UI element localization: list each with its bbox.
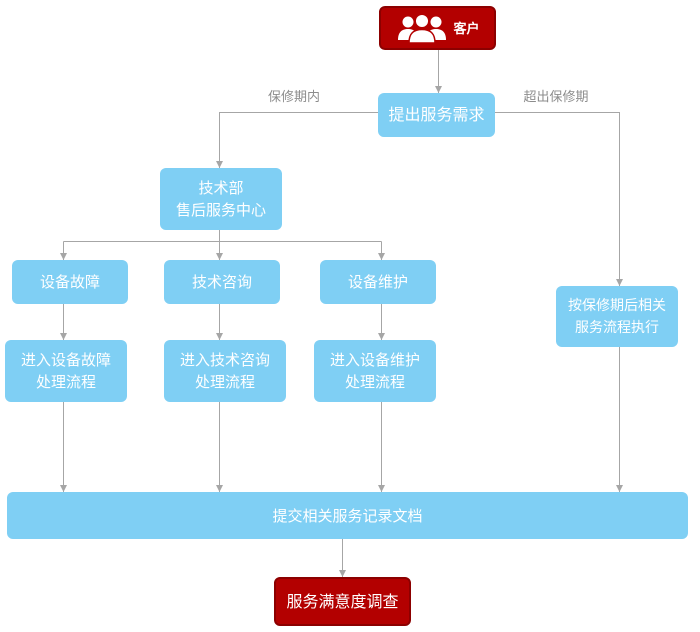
satisfaction-survey-node: 服务满意度调查: [274, 577, 411, 626]
out-of-warranty-process-node: 按保修期后相关 服务流程执行: [556, 286, 678, 347]
fault-process-node: 进入设备故障 处理流程: [5, 340, 127, 402]
fault-process-line-2: 处理流程: [35, 373, 96, 391]
person-left-head: [402, 16, 414, 28]
equipment-fault-node: 设备故障: [12, 260, 128, 304]
consult-process-node: 进入技术咨询 处理流程: [164, 340, 286, 402]
maintenance-process-line-2: 处理流程: [344, 373, 405, 391]
equipment-maintenance-label: 设备维护: [347, 273, 408, 291]
consult-process-line-1: 进入技术咨询: [179, 351, 270, 369]
person-center-body: [408, 28, 437, 44]
edge-label-out-of-warranty: 超出保修期: [523, 90, 589, 105]
maintenance-process-line-1: 进入设备维护: [329, 351, 420, 369]
people-icon: [398, 13, 447, 44]
maintenance-process-node: 进入设备维护 处理流程: [314, 340, 436, 402]
out-of-warranty-line-2: 服务流程执行: [575, 319, 659, 336]
person-right-head: [430, 16, 442, 28]
submit-records-node: 提交相关服务记录文档: [7, 492, 688, 539]
person-center-head: [414, 13, 431, 29]
out-of-warranty-line-1: 按保修期后相关: [568, 297, 666, 314]
tech-dept-node: 技术部 售后服务中心: [160, 168, 282, 230]
customer-label: 客户: [453, 22, 480, 37]
tech-dept-line-1: 技术部: [198, 179, 244, 197]
satisfaction-survey-label: 服务满意度调查: [286, 591, 399, 611]
equipment-fault-label: 设备故障: [39, 273, 100, 291]
submit-request-label: 提出服务需求: [388, 105, 485, 124]
equipment-maintenance-node: 设备维护: [320, 260, 436, 304]
consult-process-line-2: 处理流程: [194, 373, 255, 391]
fault-process-line-1: 进入设备故障: [20, 351, 111, 369]
tech-consult-node: 技术咨询: [164, 260, 280, 304]
submit-records-label: 提交相关服务记录文档: [272, 506, 423, 525]
submit-request-node: 提出服务需求: [378, 93, 495, 137]
tech-consult-label: 技术咨询: [191, 273, 252, 291]
edge-label-in-warranty: 保修期内: [267, 90, 320, 105]
connector-request-to-out-of-warranty: [495, 112, 623, 286]
customer-node: 客户: [379, 6, 496, 50]
connector-request-to-tech-dept: [216, 112, 378, 168]
tech-dept-line-2: 售后服务中心: [175, 201, 266, 219]
